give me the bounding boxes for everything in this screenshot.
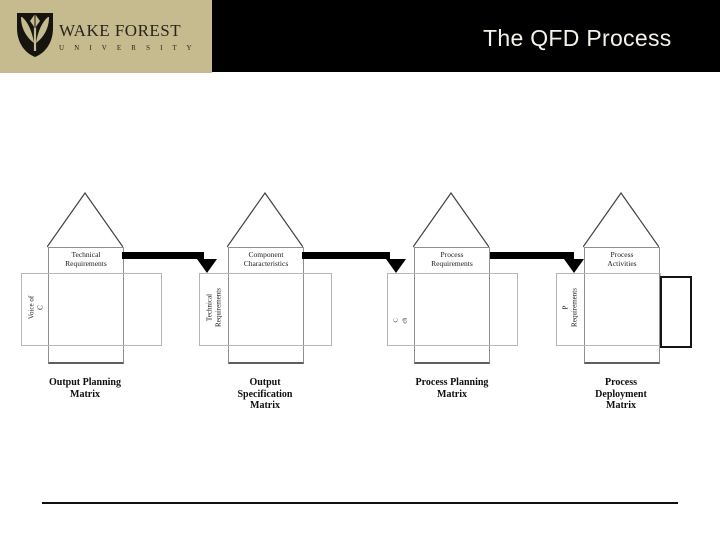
house-body-rect <box>584 247 660 364</box>
house-bottom-label: Output Specification Matrix <box>237 377 293 411</box>
house-side-rect <box>199 273 332 346</box>
house-side-rect <box>21 273 162 346</box>
house-bottom-label: Process Deployment Matrix <box>595 377 647 411</box>
header-logo-panel: WAKE FOREST U N I V E R S I T Y <box>0 0 212 73</box>
house-roof-icon <box>413 192 489 248</box>
logo-org-subtitle: U N I V E R S I T Y <box>59 44 196 52</box>
flow-arrow-down-icon <box>197 259 217 273</box>
house-side-label: P Requirements <box>561 288 579 327</box>
logo-wordmark: WAKE FOREST U N I V E R S I T Y <box>59 21 196 52</box>
flow-arrow-bar <box>122 252 204 259</box>
house-body-rect <box>48 247 124 364</box>
flow-arrow-bar <box>302 252 390 259</box>
house-top-label: Component Characteristics <box>243 250 289 268</box>
house-side-label: C ch <box>392 317 409 324</box>
flow-arrow-down-icon <box>564 259 584 273</box>
house-bottom-label: Output Planning Matrix <box>49 377 121 400</box>
house-roof-icon <box>227 192 303 248</box>
house-bottom-label: Process Planning Matrix <box>415 377 489 400</box>
house-side-label: Voice of C <box>27 295 45 320</box>
house-side-rect <box>387 273 518 346</box>
house-top-label: Process Activities <box>607 250 637 268</box>
house-roof-icon <box>47 192 123 248</box>
title-bar <box>212 0 720 72</box>
slide-title: The QFD Process <box>483 25 672 51</box>
footer-divider <box>42 502 678 504</box>
house-top-label: Technical Requirements <box>65 250 107 268</box>
flow-arrow-down-icon <box>386 259 406 273</box>
house-side-label: Technical Requirements <box>205 288 223 327</box>
flow-arrow-bar <box>490 252 574 259</box>
house-right-rect <box>660 276 692 348</box>
house-body-rect <box>228 247 304 364</box>
house-roof-icon <box>583 192 659 248</box>
logo-org-name: WAKE FOREST <box>59 21 182 40</box>
house-body-rect <box>414 247 490 364</box>
house-top-label: Process Requirements <box>431 250 473 268</box>
wake-forest-shield-icon <box>16 12 54 63</box>
